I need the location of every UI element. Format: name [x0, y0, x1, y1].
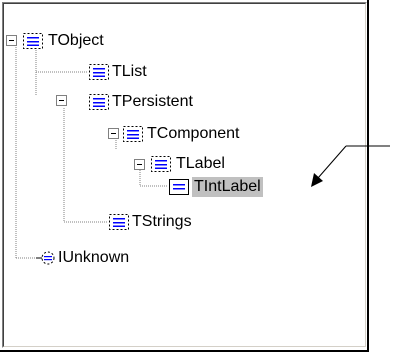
class-icon — [88, 63, 110, 81]
class-icon — [22, 32, 44, 50]
tree-node-tpersistent[interactable]: TPersistent — [112, 93, 193, 110]
tree-node-tlist[interactable]: TList — [112, 63, 147, 80]
tree-node-tcomponent[interactable]: TComponent — [147, 125, 240, 142]
class-icon — [150, 155, 172, 173]
class-icon — [88, 93, 110, 111]
collapse-icon[interactable] — [56, 95, 67, 106]
tree-node-tintlabel[interactable]: TIntLabel — [192, 177, 263, 197]
class-icon — [168, 178, 190, 196]
class-icon — [122, 125, 144, 143]
collapse-icon[interactable] — [108, 128, 119, 139]
class-tree-view[interactable] — [2, 2, 367, 348]
tree-node-tstrings[interactable]: TStrings — [132, 213, 192, 230]
collapse-icon[interactable] — [6, 35, 17, 46]
tree-node-tlabel[interactable]: TLabel — [176, 155, 225, 172]
tree-node-iunknown[interactable]: IUnknown — [58, 249, 130, 266]
tree-node-tobject[interactable]: TObject — [48, 32, 104, 49]
interface-icon — [36, 249, 58, 267]
class-icon — [108, 213, 130, 231]
collapse-icon[interactable] — [134, 159, 145, 170]
tree-view-border — [3, 3, 366, 347]
